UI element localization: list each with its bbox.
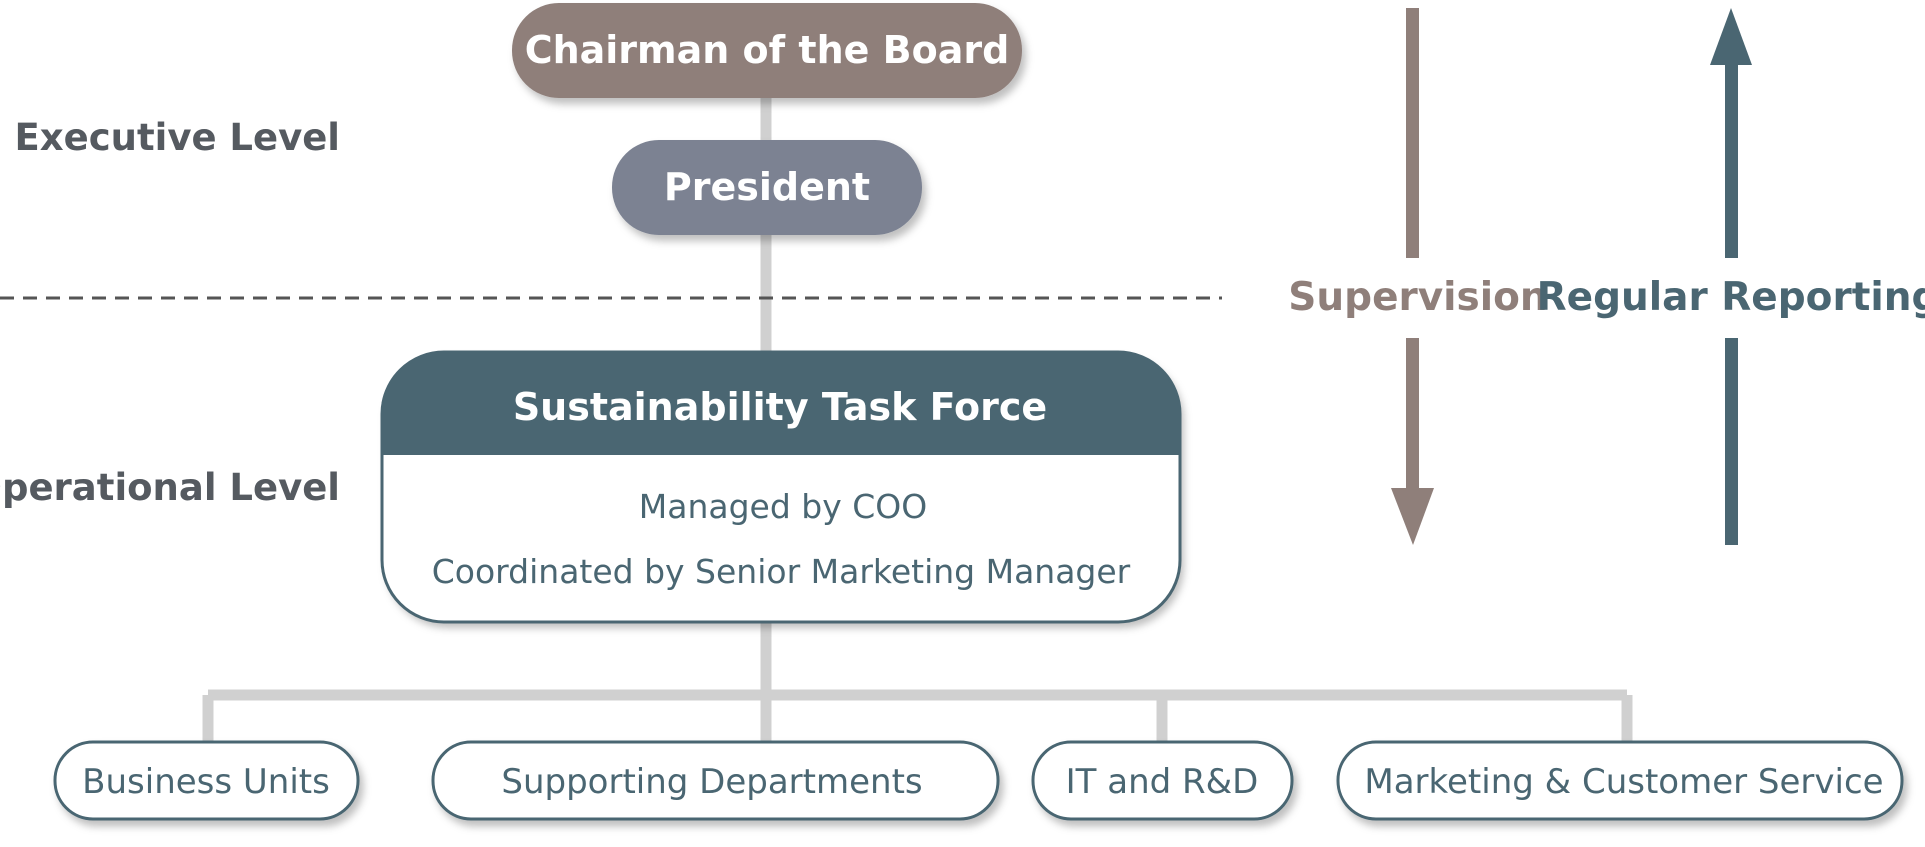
- unit-supporting-departments: Supporting Departments: [431, 740, 1000, 821]
- unit-business-units: Business Units: [53, 740, 360, 821]
- task-force-node: Sustainability Task Force Managed by COO…: [380, 350, 1182, 624]
- president-node: President: [612, 140, 922, 235]
- unit-label: Business Units: [82, 762, 330, 802]
- supervision-arrow-shaft-bottom: [1406, 338, 1419, 490]
- supervision-arrow-shaft-top: [1406, 8, 1419, 258]
- supervision-flow: Supervision: [1288, 8, 1548, 545]
- reporting-label: Regular Reporting: [1537, 275, 1925, 320]
- supervision-label: Supervision: [1288, 275, 1547, 320]
- connectors: [202, 95, 1633, 742]
- task-force-header: [382, 352, 1180, 455]
- task-force-managed-by: Managed by COO: [639, 487, 927, 526]
- reporting-arrowhead-icon: [1710, 8, 1752, 65]
- supervision-arrowhead-icon: [1391, 488, 1434, 545]
- chairman-node: Chairman of the Board: [512, 3, 1022, 98]
- reporting-flow: Regular Reporting: [1537, 8, 1925, 545]
- executive-level-label: Executive Level: [14, 116, 340, 159]
- president-label: President: [664, 165, 870, 209]
- task-force-title: Sustainability Task Force: [513, 385, 1047, 429]
- reporting-arrow-shaft-bottom: [1725, 338, 1738, 545]
- unit-label: Supporting Departments: [501, 762, 922, 802]
- unit-it-rd: IT and R&D: [1031, 740, 1294, 821]
- unit-label: IT and R&D: [1066, 762, 1259, 802]
- unit-marketing-customer-service: Marketing & Customer Service: [1336, 740, 1904, 821]
- chairman-label: Chairman of the Board: [525, 28, 1010, 72]
- reporting-arrow-shaft-top: [1725, 63, 1738, 258]
- unit-label: Marketing & Customer Service: [1364, 762, 1883, 802]
- operational-level-label: Operational Level: [0, 466, 340, 509]
- task-force-coordinated-by: Coordinated by Senior Marketing Manager: [432, 552, 1131, 591]
